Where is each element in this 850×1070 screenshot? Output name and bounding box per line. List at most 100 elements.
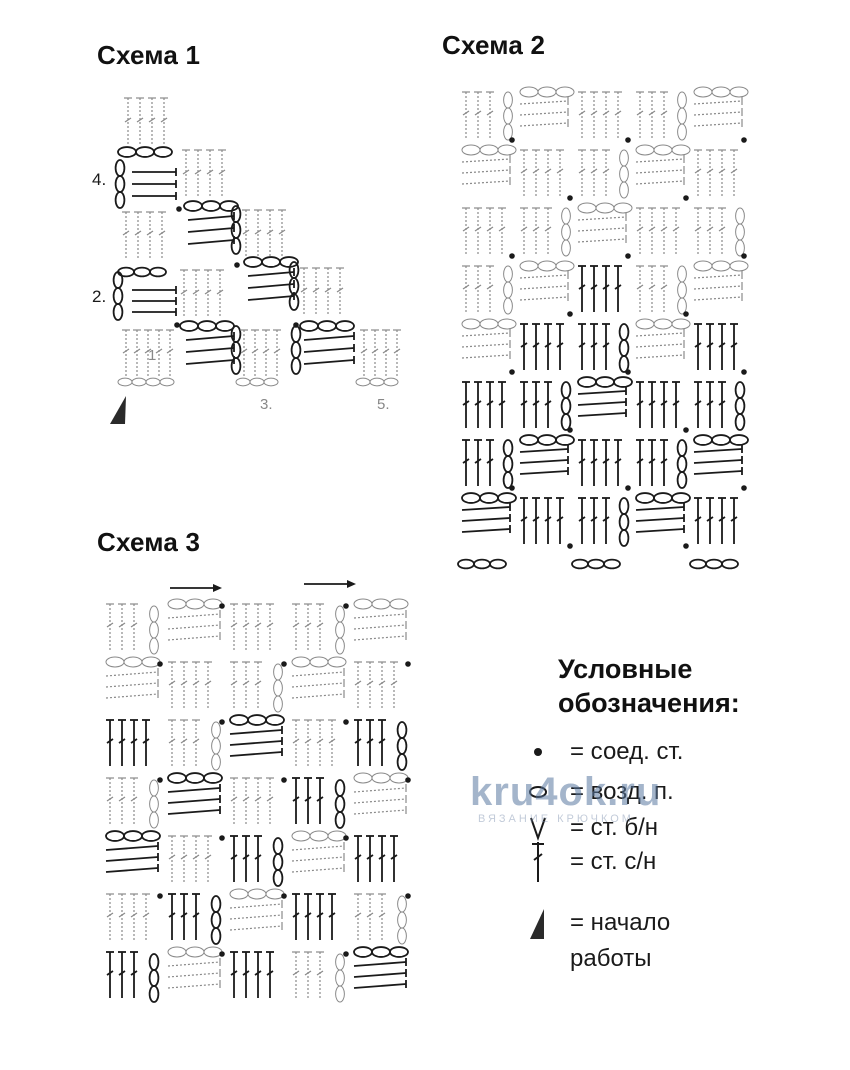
dc-stitch-bar	[590, 284, 598, 290]
dc-stitch-bar	[648, 226, 656, 232]
dc-stitch	[247, 295, 295, 301]
chain-oval	[734, 413, 746, 431]
slip-stitch-dot	[509, 485, 515, 491]
dc-stitch-bar	[242, 622, 250, 628]
slip-stitch-dot	[683, 311, 689, 317]
dc-stitch-bar	[520, 168, 528, 174]
dc-stitch-bar	[254, 680, 262, 686]
slip-stitch-dot	[157, 661, 163, 667]
dc-stitch-bar	[312, 287, 320, 293]
dc-stitch-bar	[304, 796, 312, 802]
dc-stitch-bar	[544, 400, 552, 406]
legend-item-dc: = ст. с/н	[528, 842, 656, 882]
dc-stitch-bar	[192, 680, 200, 686]
legend-text-slip-stitch: = соед. ст.	[570, 738, 684, 765]
dc-stitch	[105, 682, 159, 688]
slip-stitch-dot	[683, 195, 689, 201]
dc-stitch-bar	[578, 110, 586, 116]
dc-stitch-bar	[648, 400, 656, 406]
chain-oval	[327, 656, 347, 668]
dc-stitch-bar	[532, 400, 540, 406]
dc-stitch-bar	[230, 970, 238, 976]
dc-stitch-bar	[230, 854, 238, 860]
scheme1-col-number-1: 1	[148, 347, 157, 364]
slip-stitch-dot	[625, 253, 631, 259]
chain-oval	[603, 558, 621, 570]
dc-stitch	[635, 343, 685, 348]
dc-stitch	[167, 635, 221, 641]
chain-oval	[618, 355, 630, 373]
slip-stitch-dot	[625, 369, 631, 375]
chain-oval	[618, 529, 630, 547]
dc-stitch-bar	[168, 854, 176, 860]
dc-stitch-bar	[706, 516, 714, 522]
dc-stitch-bar	[118, 912, 126, 918]
dc-stitch	[461, 169, 511, 174]
dc-stitch-bar	[168, 912, 176, 918]
dc-stitch	[519, 274, 569, 279]
slip-stitch-dot	[157, 893, 163, 899]
chain-oval	[263, 377, 279, 387]
dc-stitch	[291, 856, 345, 862]
dc-stitch	[577, 238, 627, 243]
dc-stitch-bar	[706, 226, 714, 232]
dc-stitch-bar	[520, 400, 528, 406]
dc-stitch-bar	[706, 342, 714, 348]
scheme1-row-number-4: 4.	[92, 170, 107, 189]
dc-stitch-bar	[648, 458, 656, 464]
dc-stitch-bar	[590, 516, 598, 522]
dc-stitch-bar	[130, 912, 138, 918]
scheme1-col-number-5: 5.	[377, 396, 390, 413]
dc-stitch	[577, 412, 627, 417]
slip-stitch-dot	[567, 427, 573, 433]
dc-stitch	[247, 271, 295, 277]
dc-stitch	[229, 914, 283, 920]
dc-stitch-bar	[636, 400, 644, 406]
dc-stitch-bar	[378, 854, 386, 860]
dc-stitch	[167, 983, 221, 989]
dc-stitch-bar	[544, 516, 552, 522]
dc-stitch-bar	[304, 738, 312, 744]
dc-stitch-bar	[106, 912, 114, 918]
dc-stitch-bar	[118, 796, 126, 802]
dc-stitch-bar	[304, 912, 312, 918]
chain-oval	[290, 357, 302, 375]
dc-stitch-bar	[144, 348, 152, 354]
legend-text-start: = начало	[570, 909, 671, 936]
dc-stitch-bar	[134, 230, 142, 236]
dc-stitch-bar	[192, 289, 200, 295]
legend-item-start-cont: работы	[570, 941, 652, 977]
slip-stitch-dot	[219, 603, 225, 609]
slip-stitch-dot	[176, 206, 182, 212]
dc-stitch-bar	[706, 168, 714, 174]
chain-oval	[230, 357, 242, 375]
slip-stitch-dot	[281, 777, 287, 783]
dc-stitch-bar	[672, 226, 680, 232]
dc-stitch-bar	[378, 912, 386, 918]
chain-oval	[272, 869, 284, 887]
dc-stitch-bar	[718, 168, 726, 174]
dc-stitch-bar	[204, 854, 212, 860]
slip-stitch-dot	[343, 603, 349, 609]
slip-stitch-dot	[293, 322, 299, 328]
dc-stitch-bar	[474, 110, 482, 116]
slip-stitch-dot	[509, 253, 515, 259]
dc-stitch-bar	[166, 348, 174, 354]
dc-stitch-bar	[532, 168, 540, 174]
dc-stitch-bar	[694, 226, 702, 232]
dc-stitch	[229, 925, 283, 931]
dc-stitch-bar	[730, 168, 738, 174]
dc-stitch-bar	[636, 284, 644, 290]
chain-oval	[149, 266, 167, 278]
dc-stitch-bar	[648, 284, 656, 290]
dc-stitch-bar	[292, 970, 300, 976]
dc-stitch	[577, 401, 627, 406]
dc-stitch-bar	[390, 854, 398, 860]
chain-oval	[497, 318, 517, 330]
dc-stitch-bar	[180, 680, 188, 686]
dc-stitch-bar	[230, 680, 238, 686]
dc-stitch-bar	[148, 117, 156, 123]
chain-oval	[555, 434, 575, 446]
dc-stitch-bar	[336, 287, 344, 293]
chain-oval	[735, 239, 745, 257]
